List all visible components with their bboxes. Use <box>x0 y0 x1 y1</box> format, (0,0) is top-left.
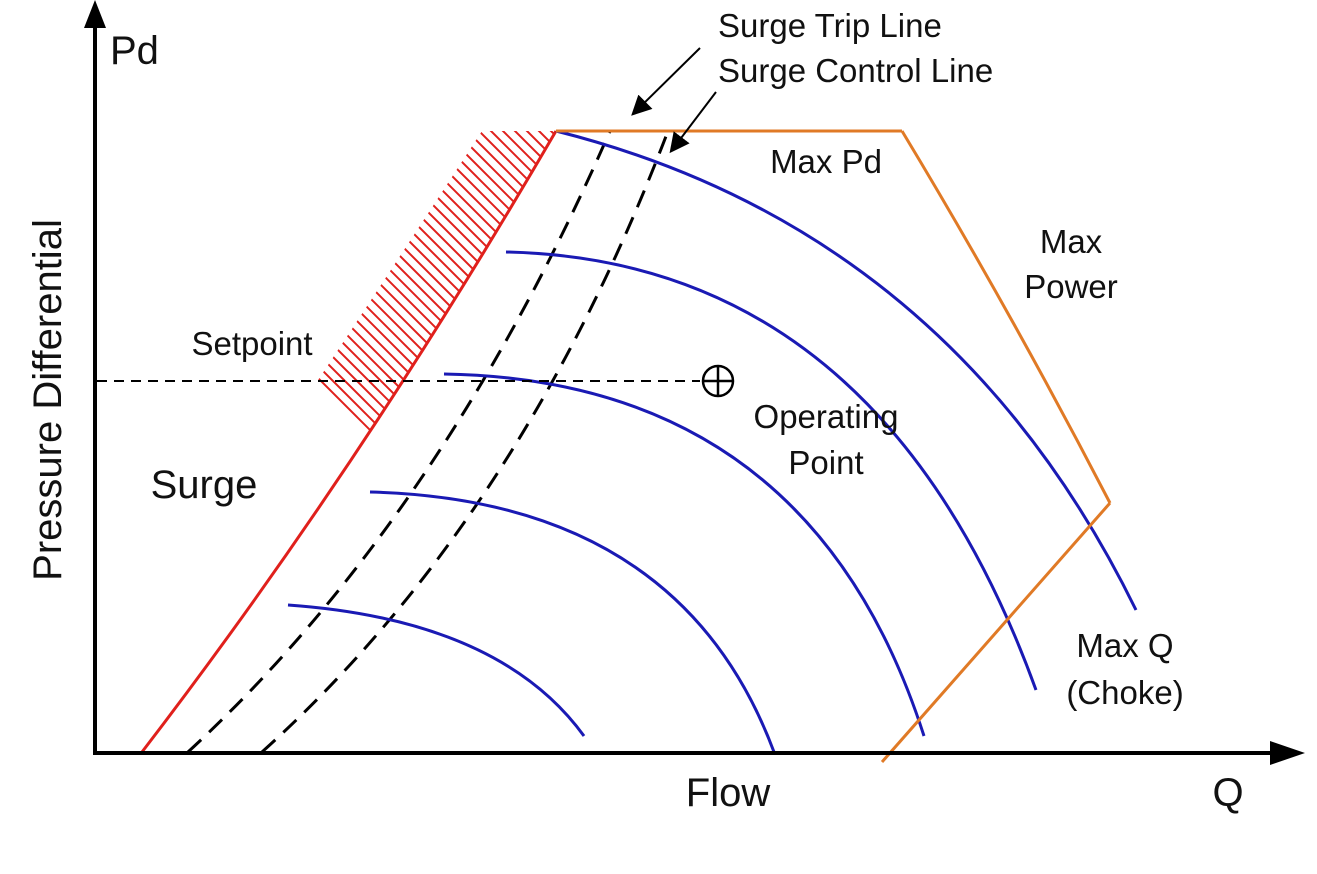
speed-curve-2 <box>505 250 1038 691</box>
max-power-label-line2: Power <box>1024 268 1118 305</box>
surge-region-label: Surge <box>151 463 258 507</box>
surge-hatch-stroke <box>455 131 556 752</box>
surge-control-line-label: Surge Control Line <box>718 52 993 89</box>
max-pd-label: Max Pd <box>770 143 882 180</box>
max-q-label-line2: (Choke) <box>1066 674 1183 711</box>
circled-plus-icon <box>701 364 735 398</box>
surge-hatch-stroke <box>335 131 556 752</box>
y-axis-arrow-icon <box>84 0 106 28</box>
max-q-label-line1: Max Q <box>1076 627 1173 664</box>
surge-hatch-stroke <box>131 131 556 752</box>
surge-hatch-stroke <box>660 120 1317 780</box>
operating-point-label-line1: Operating <box>754 398 899 435</box>
surge-hatch-stroke <box>407 131 556 752</box>
surge-trip-line-label: Surge Trip Line <box>718 7 942 44</box>
surge-hatch-stroke <box>672 120 1317 780</box>
setpoint-label: Setpoint <box>191 325 312 362</box>
x-axis-title: Flow <box>686 771 771 815</box>
max-power-line <box>900 130 1112 504</box>
surge-hatch-stroke <box>383 131 556 752</box>
speed-curve-1 <box>555 129 1138 611</box>
surge-hatch-stroke <box>347 131 556 752</box>
surge-control-leader-arrow <box>669 91 717 154</box>
surge-trip-leader-arrow <box>631 47 701 116</box>
y-axis-title: Pressure Differential <box>26 219 70 581</box>
surge-hatch-stroke <box>107 131 556 752</box>
surge-hatch-stroke <box>311 131 556 752</box>
surge-hatch-stroke <box>419 131 556 752</box>
surge-hatch-stroke <box>203 131 556 752</box>
surge-hatch-stroke <box>155 131 556 752</box>
surge-line <box>140 130 558 753</box>
surge-hatch-stroke <box>323 131 556 752</box>
surge-hatch-stroke <box>143 131 556 752</box>
max-q-line <box>880 502 1112 763</box>
x-axis-arrow-icon <box>1270 741 1305 765</box>
operating-point-label-line2: Point <box>788 444 863 481</box>
speed-curve-4 <box>369 490 776 753</box>
x-axis-symbol: Q <box>1212 771 1243 815</box>
surge-hatch-stroke <box>371 131 556 752</box>
surge-hatch-stroke <box>359 131 556 752</box>
speed-curve-3 <box>443 372 926 737</box>
surge-control-line <box>260 130 670 754</box>
surge-hatch-stroke <box>191 131 556 752</box>
max-power-label-line1: Max <box>1040 223 1103 260</box>
surge-hatch-stroke <box>97 131 556 752</box>
surge-hatch-stroke <box>395 131 556 752</box>
y-axis-symbol: Pd <box>110 29 159 73</box>
surge-hatch-stroke <box>97 131 556 752</box>
surge-hatch-stroke <box>119 131 556 752</box>
surge-hatch-stroke <box>636 120 1296 780</box>
surge-trip-line <box>186 130 612 754</box>
surge-hatch-stroke <box>443 131 556 752</box>
surge-hatch-stroke <box>167 131 556 752</box>
surge-hatch-stroke <box>648 120 1308 780</box>
speed-curve-5 <box>287 603 586 737</box>
